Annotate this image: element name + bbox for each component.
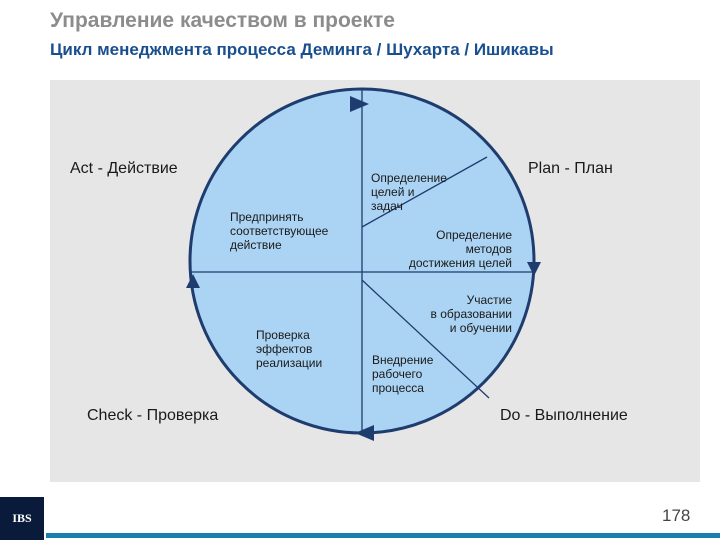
quadrant-act-label: Act - Действие [70,160,178,177]
left-arrow-icon [186,274,200,288]
page-number: 178 [662,506,691,525]
quadrant-do-label: Do - Выполнение [500,407,628,424]
ibs-logo: IBS [0,497,44,540]
bottom-arrow-icon [355,425,374,441]
footer-accent-bar [46,533,720,538]
plan-diagonal [361,156,488,228]
quadrant-plan-label: Plan - План [528,160,613,177]
right-arrow-icon [527,262,541,276]
top-arrow-icon [350,96,369,112]
quadrant-check-label: Check - Проверка [87,407,219,424]
page-subtitle: Цикл менеджмента процесса Деминга / Шуха… [50,40,554,59]
page-title: Управление качеством в проекте [50,9,395,32]
do-diagonal [361,279,490,399]
